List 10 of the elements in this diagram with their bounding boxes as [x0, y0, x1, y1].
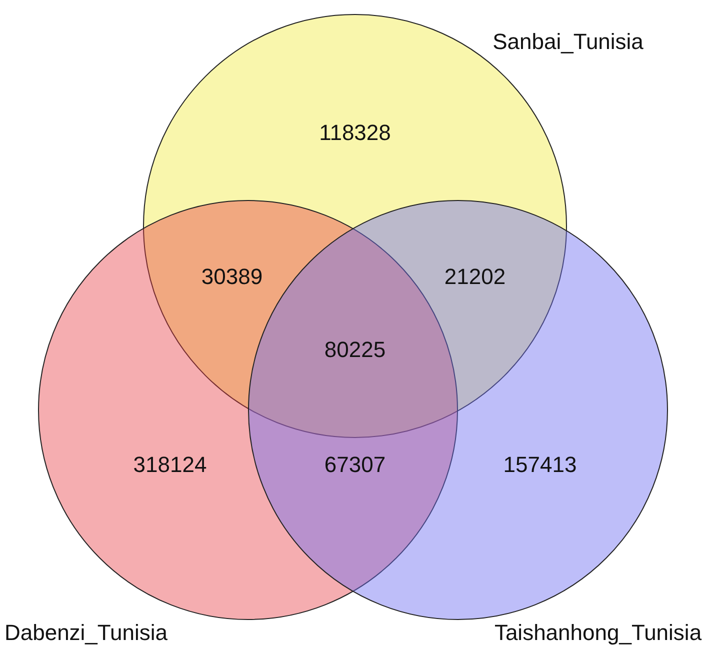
region-count: 21202	[444, 264, 506, 290]
region-count: 157413	[503, 452, 577, 478]
region-count: 67307	[324, 452, 386, 478]
set-label: Sanbai_Tunisia	[492, 29, 644, 55]
set-label: Taishanhong_Tunisia	[494, 620, 702, 646]
region-count: 80225	[324, 337, 386, 363]
region-count: 318124	[133, 452, 207, 478]
region-count: 30389	[201, 264, 263, 290]
region-count: 118328	[319, 120, 391, 146]
set-label: Dabenzi_Tunisia	[4, 620, 168, 646]
